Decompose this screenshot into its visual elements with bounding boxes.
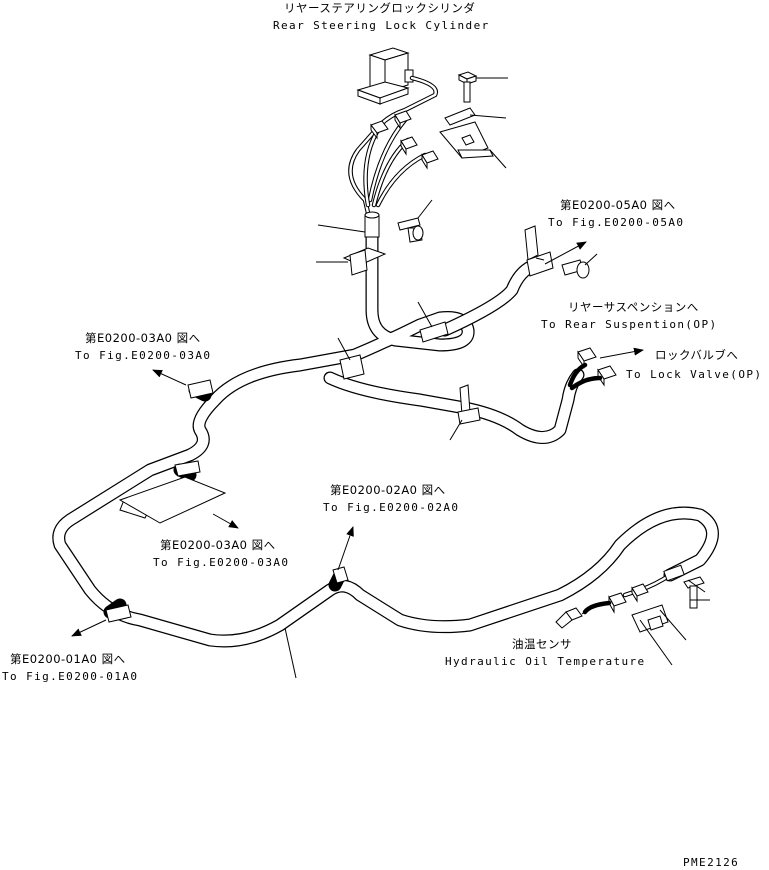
oil-temp-label-jp: 油温センサ <box>512 637 572 651</box>
drawing-code: PME2126 <box>683 856 739 869</box>
clamp-icon <box>631 576 710 666</box>
rear-susp-label-en: To Rear Suspention(OP) <box>541 318 718 331</box>
fig03b-label-jp: 第E0200-03A0 図へ <box>160 538 276 552</box>
fig02-label-en: To Fig.E0200-02A0 <box>323 501 459 514</box>
clamp-icon <box>524 225 554 277</box>
leader-line <box>284 627 297 679</box>
arrow-icon <box>71 241 644 637</box>
clamp-icon <box>439 107 507 169</box>
main-harness <box>52 223 719 648</box>
fig03a-label-en: To Fig.E0200-03A0 <box>75 349 211 362</box>
rear-steering-label-jp: リヤーステアリングロックシリンダ <box>284 1 475 15</box>
rear-steering-label-en: Rear Steering Lock Cylinder <box>273 19 490 32</box>
cylinder-icon <box>356 47 414 105</box>
connector-icon <box>567 347 617 391</box>
sensor-icon <box>555 564 685 629</box>
fig01-label-en: To Fig.E0200-01A0 <box>2 670 138 683</box>
bolt-icon <box>561 253 598 279</box>
panel-outline <box>118 476 227 524</box>
cylinder-wires <box>348 75 438 233</box>
fig05-label-jp: 第E0200-05A0 図へ <box>560 198 676 212</box>
bolt-icon <box>397 199 433 243</box>
fig03b-label-en: To Fig.E0200-03A0 <box>153 556 289 569</box>
fig02-label-jp: 第E0200-02A0 図へ <box>330 483 446 497</box>
fig03a-label-jp: 第E0200-03A0 図へ <box>85 331 201 345</box>
clamp-icon <box>337 301 481 441</box>
lock-valve-label-jp: ロックバルブへ <box>655 348 738 362</box>
fig05-label-en: To Fig.E0200-05A0 <box>548 216 684 229</box>
rear-susp-label-jp: リヤーサスペンションへ <box>568 300 699 314</box>
oil-temp-label-en: Hydraulic Oil Temperature <box>445 655 646 668</box>
bolt-icon <box>457 71 508 103</box>
lock-valve-label-en: To Lock Valve(OP) <box>626 368 762 381</box>
connector-icon <box>370 110 439 170</box>
fig01-label-jp: 第E0200-01A0 図へ <box>10 652 126 666</box>
clamp-icon <box>316 211 387 276</box>
